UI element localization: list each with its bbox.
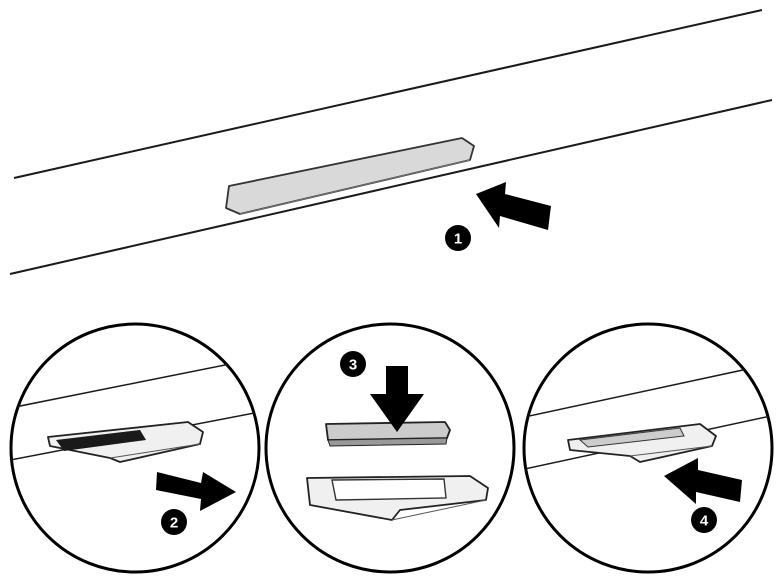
device-edge-overview: 1 <box>9 9 773 275</box>
step-badge-2: 2 <box>161 509 187 535</box>
device-top-edge-line <box>13 9 763 179</box>
push-arrow-icon-1 <box>476 182 551 230</box>
sim-tray-icon-open <box>306 475 489 521</box>
step-number-1: 1 <box>454 231 462 248</box>
detail-circle-2-border <box>264 322 516 574</box>
step-number-2: 2 <box>170 515 178 532</box>
detail-circle-reinsert: 4 <box>522 322 774 574</box>
insert-arrow-icon-3 <box>370 366 424 432</box>
step-number-4: 4 <box>700 513 709 530</box>
step-badge-1: 1 <box>445 225 471 251</box>
sim-slot-cover-edge <box>239 159 471 215</box>
detail-circle-eject: 2 <box>9 322 261 574</box>
step-badge-3: 3 <box>340 351 366 377</box>
step-number-3: 3 <box>349 357 357 374</box>
step-badge-4: 4 <box>691 507 717 533</box>
sim-card-icon <box>325 421 451 447</box>
device-bottom-edge-line <box>9 99 773 275</box>
detail-circle-insert-card: 3 <box>264 322 516 574</box>
pull-arrow-icon-2 <box>156 472 236 511</box>
sim-tray-icon-ejected <box>47 421 204 463</box>
push-arrow-icon-4 <box>664 458 742 504</box>
sim-tray-icon-inserted <box>567 423 717 463</box>
